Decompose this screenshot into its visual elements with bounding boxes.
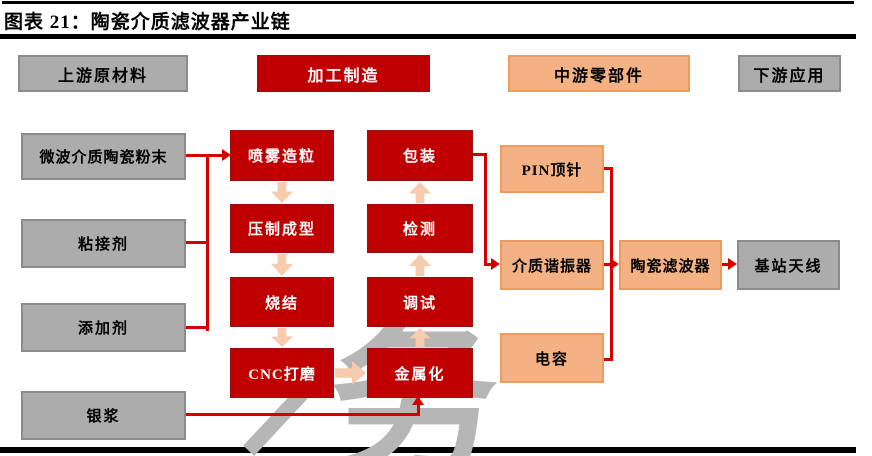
- connector-line: [186, 154, 224, 157]
- header-downstream: 下游应用: [738, 55, 841, 92]
- header-midstream: 中游零部件: [508, 55, 690, 92]
- node-testing: 检测: [367, 204, 473, 253]
- node-dielectric-resonator: 介质谐振器: [500, 240, 604, 290]
- connector-arrowhead-icon: [222, 149, 231, 161]
- connector-line: [417, 403, 420, 415]
- node-spray-granulation: 喷雾造粒: [230, 130, 334, 181]
- node-ceramic-powder: 微波介质陶瓷粉末: [21, 133, 186, 180]
- node-sintering: 烧结: [230, 277, 334, 327]
- figure-title: 图表 21：陶瓷介质滤波器产业链: [4, 12, 291, 33]
- connector-line: [186, 241, 208, 244]
- title-rule: [0, 34, 856, 39]
- connector-line: [186, 413, 420, 416]
- header-upstream: 上游原材料: [18, 55, 188, 92]
- bottom-rule: [0, 447, 856, 453]
- flow-arrow-up-icon: [409, 254, 431, 276]
- flow-arrow-down-icon: [271, 254, 293, 276]
- node-capacitor: 电容: [500, 333, 604, 383]
- top-rule: [2, 1, 854, 4]
- node-base-station-antenna: 基站天线: [737, 240, 840, 290]
- connector-line: [473, 153, 487, 156]
- connector-line: [484, 153, 487, 266]
- connector-line: [484, 263, 493, 266]
- connector-line: [603, 263, 612, 266]
- node-pin-pogo: PIN顶针: [500, 145, 604, 193]
- node-debugging: 调试: [367, 277, 473, 327]
- header-manufacturing: 加工制造: [257, 55, 430, 92]
- node-press-molding: 压制成型: [230, 204, 334, 253]
- node-silver-paste: 银浆: [21, 391, 186, 440]
- node-additive: 添加剂: [21, 303, 186, 352]
- connector-arrowhead-icon: [728, 258, 737, 270]
- connector-line: [604, 358, 613, 361]
- flow-arrow-down-icon: [271, 182, 293, 203]
- connector-arrowhead-icon: [491, 258, 500, 270]
- connector-line: [722, 263, 730, 266]
- node-packaging: 包装: [367, 130, 473, 181]
- flow-arrow-up-icon: [409, 182, 431, 203]
- connector-line: [604, 167, 613, 170]
- flow-arrow-down-icon: [271, 328, 293, 347]
- connector-line: [186, 326, 208, 329]
- connector-arrowhead-icon: [412, 396, 424, 405]
- node-metallization: 金属化: [367, 348, 473, 398]
- node-ceramic-filter: 陶瓷滤波器: [619, 240, 722, 290]
- node-cnc-grinding: CNC打磨: [230, 348, 334, 398]
- node-binder: 粘接剂: [21, 219, 186, 268]
- connector-arrowhead-icon: [610, 258, 619, 270]
